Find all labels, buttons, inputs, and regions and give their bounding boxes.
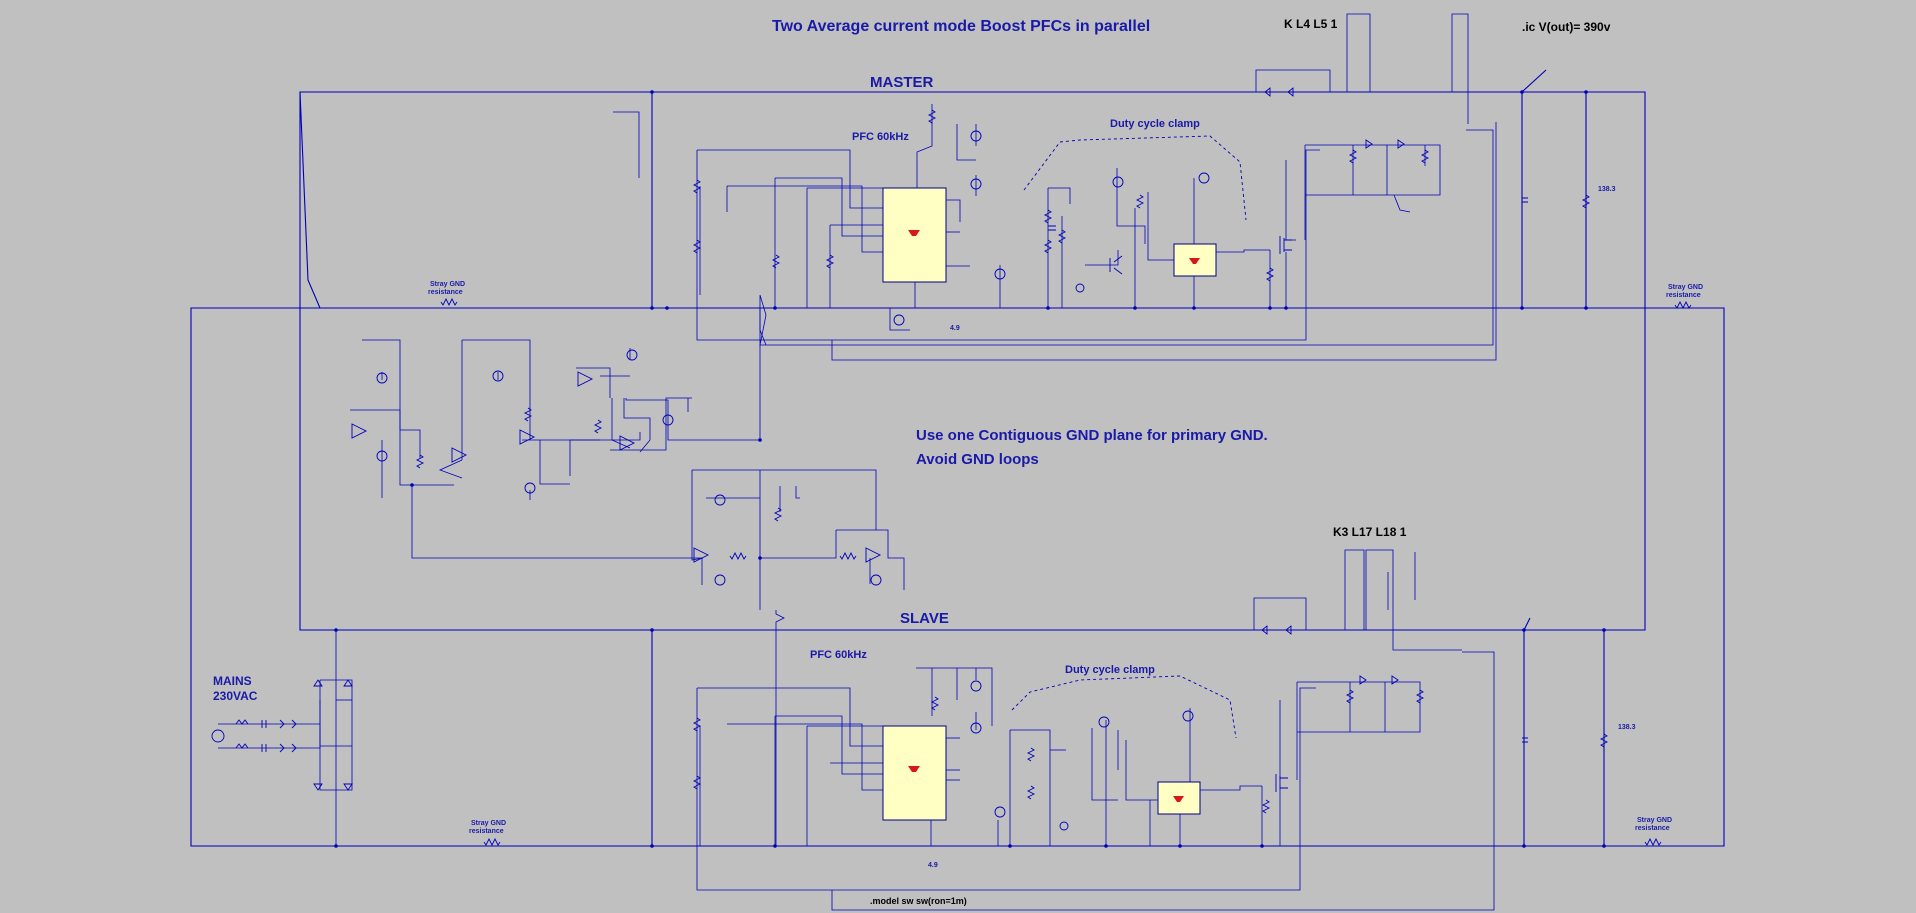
slave-pfc-controller-ic — [882, 725, 947, 821]
slave-ref-value: 4.9 — [928, 862, 938, 869]
stray-gnd-label-1b: resistance — [428, 289, 463, 296]
slave-section-label: SLAVE — [900, 610, 949, 627]
slave-pfc-block — [483, 549, 1662, 911]
slave-clamp-logo — [1173, 796, 1184, 802]
ic-directive: .ic V(out)= 390v — [1522, 20, 1611, 34]
slave-load-value: 138.3 — [1618, 724, 1636, 731]
junction-dots — [334, 90, 1606, 848]
stray-gnd-label-4b: resistance — [1635, 825, 1670, 832]
master-clamp-label: Duty cycle clamp — [1110, 118, 1200, 130]
master-pfc-label: PFC 60kHz — [852, 131, 909, 143]
master-section-label: MASTER — [870, 74, 934, 91]
main-bus-wires — [190, 69, 1725, 847]
master-ref-value: 4.9 — [950, 325, 960, 332]
slave-coupling-directive: K3 L17 L18 1 — [1333, 525, 1407, 539]
mains-label-line1: MAINS — [213, 674, 252, 688]
slave-pfc-logo — [908, 766, 920, 772]
slave-pfc-label: PFC 60kHz — [810, 649, 867, 661]
master-coupling-directive: K L4 L5 1 — [1284, 17, 1338, 31]
model-directive: .model sw sw(ron=1m) — [870, 896, 967, 906]
gnd-note-line2: Avoid GND loops — [916, 451, 1039, 468]
master-pfc-logo — [908, 230, 920, 236]
middle-current-share-block — [350, 308, 905, 846]
master-load-value: 138.3 — [1598, 186, 1616, 193]
stray-gnd-label-1a: Stray GND — [430, 281, 465, 288]
mains-source — [211, 729, 225, 743]
slave-clamp-label: Duty cycle clamp — [1065, 664, 1155, 676]
gnd-note-line1: Use one Contiguous GND plane for primary… — [916, 427, 1268, 444]
stray-gnd-label-3b: resistance — [469, 828, 504, 835]
stray-gnd-label-2a: Stray GND — [1668, 284, 1703, 291]
schematic-title: Two Average current mode Boost PFCs in p… — [772, 18, 1150, 35]
mains-label-line2: 230VAC — [213, 689, 258, 703]
master-clamp-logo — [1189, 258, 1200, 264]
stray-gnd-label-2b: resistance — [1666, 292, 1701, 299]
stray-gnd-label-3a: Stray GND — [471, 820, 506, 827]
mains-input-block — [211, 630, 353, 846]
stray-gnd-label-4a: Stray GND — [1637, 817, 1672, 824]
